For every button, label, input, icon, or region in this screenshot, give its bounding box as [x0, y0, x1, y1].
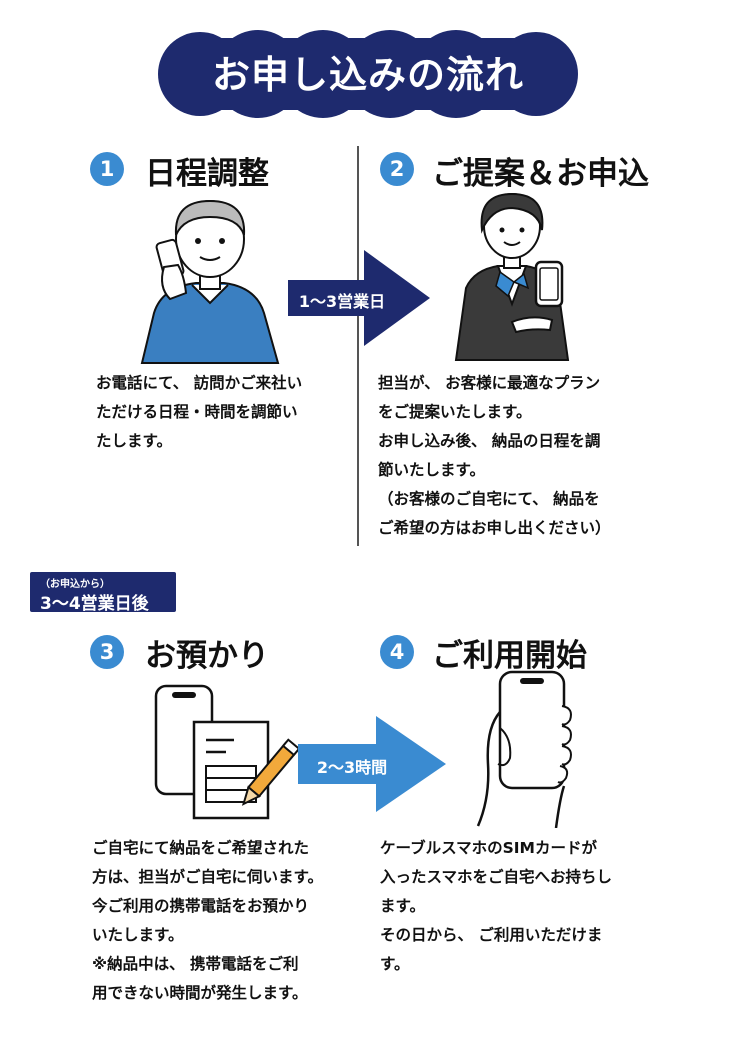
step-1-title: 日程調整: [145, 156, 269, 192]
step-4-text: ケーブルスマホのSIMカードが 入ったスマホをご自宅へお持ちし ます。 その日か…: [380, 839, 613, 973]
step-1-badge: 1: [90, 152, 124, 186]
step-3-title: お預かり: [145, 638, 269, 674]
arrow-1: [288, 250, 430, 346]
title-banner: [158, 30, 578, 118]
hand-holding-smartphone-illustration: [476, 670, 572, 828]
man-on-phone-illustration: [140, 199, 280, 364]
arrow-2: [298, 716, 446, 812]
arrow-2-label: 2～3時間: [316, 758, 388, 777]
timing-note-main: 3～4営業日後: [40, 594, 149, 614]
step-4-badge: 4: [380, 635, 414, 669]
staff-with-phone-illustration: [454, 192, 570, 361]
arrow-1-label: 1～3営業日: [298, 292, 386, 311]
timing-note-box: （お申込から） 3～4営業日後: [30, 572, 176, 614]
phone-and-document-illustration: [154, 684, 300, 820]
step-2-text: 担当が、 お客様に最適なプラン をご提案いたします。 お申し込み後、 納品の日程…: [378, 374, 611, 537]
step-2-title: ご提案＆お申込: [432, 156, 649, 192]
timing-note-small: （お申込から）: [40, 579, 110, 590]
step-3-text: ご自宅にて納品をご希望された 方は、担当がご自宅に伺います。 今ご利用の携帯電話…: [92, 839, 323, 1002]
page-title: お申し込みの流れ: [211, 53, 524, 97]
column-divider: [357, 146, 359, 546]
step-1-text: お電話にて、 訪問かご来社い ただける日程・時間を調節い たします。: [96, 374, 303, 450]
step-3-badge: 3: [90, 635, 124, 669]
step-2-badge: 2: [380, 152, 414, 186]
step-4-title: ご利用開始: [432, 638, 587, 674]
